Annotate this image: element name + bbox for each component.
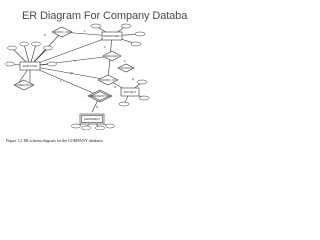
entity-label: PROJECT [124,90,137,94]
relationship-dependents-of: DEPENDENTS_OF [87,89,113,103]
entity-label: DEPENDENT [84,117,100,121]
connector-lines [9,25,145,129]
cardinality-label: N [96,105,98,109]
entity-label: DEPARTMENT [103,34,121,38]
relationship-controls: CONTROLS [117,63,135,73]
cardinality-labels: N 1 1 1 M N 1 N 1 N [44,29,134,109]
cardinality-label: N [132,77,134,81]
figure-caption: Figure 3.2 ER schema diagram for the COM… [6,138,104,143]
cardinality-label: 1 [74,59,76,63]
er-diagram: WORKS_FOR MANAGES WORKS_ON CONTROLS SUPE… [5,23,150,130]
entity-employee: EMPLOYEE [19,61,41,71]
entity-project: PROJECT [120,87,140,97]
relationship-label: SUPERVISION [15,83,33,87]
cardinality-label: N [44,33,46,37]
entity-label: EMPLOYEE [23,64,38,68]
cardinality-label: 1 [124,59,126,63]
relationship-label: CONTROLS [119,66,134,70]
entity-dependent: DEPENDENT [79,113,105,125]
cardinality-label: 1 [60,79,62,83]
cardinality-label: 1 [84,29,86,33]
relationship-manages: MANAGES [102,50,122,62]
relationship-label: WORKS_FOR [54,30,71,34]
cardinality-label: N [114,85,116,89]
cardinality-label: M [70,71,73,75]
relationship-supervision: SUPERVISION [13,79,35,91]
relationship-label: MANAGES [106,54,119,58]
relationship-label: DEPENDENTS_OF [89,94,112,98]
attribute-ellipses [5,23,150,130]
cardinality-label: 1 [104,45,106,49]
relationship-label: WORKS_ON [100,78,115,82]
entity-department: DEPARTMENT [101,31,123,41]
page-title: ER Diagram For Company Databa [22,10,188,22]
relationship-works-for: WORKS_FOR [51,26,73,38]
relationship-works-on: WORKS_ON [97,74,119,86]
